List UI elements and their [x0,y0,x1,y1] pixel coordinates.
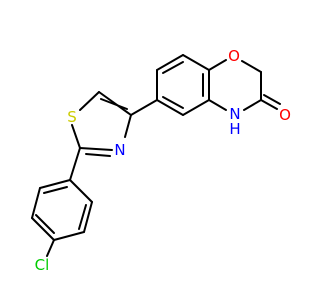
atom-labels: O O N H S N Cl [35,47,291,274]
bond [43,186,68,194]
bond [182,99,210,116]
bond [162,96,184,109]
bond [83,201,93,233]
bond [85,153,111,157]
bond [69,179,93,203]
bond [71,124,81,149]
bonds [31,54,281,257]
bond [124,114,132,138]
oxygen-label: O [228,47,240,65]
bond [260,99,278,110]
bond [79,147,113,151]
bond [79,91,100,111]
bond [156,54,184,71]
bond [156,99,184,116]
chlorine-label: Cl [35,256,50,274]
bond [162,61,184,74]
bond [31,187,41,219]
bond [46,239,55,257]
amide-hydrogen-label: H [229,120,240,138]
amide-nitrogen-label: N [229,105,240,123]
bond [241,60,262,73]
bond [31,217,55,241]
bond [208,99,227,111]
bond [130,99,158,116]
bond [263,94,281,105]
bond [182,54,210,71]
bond [243,99,262,111]
bond [39,179,71,189]
bond [78,204,87,230]
molecule-structure: O O N H S N Cl [31,47,291,274]
bond [208,59,227,71]
bond [53,231,85,241]
thiazole-nitrogen-label: N [114,141,125,159]
thiazole-sulfur-label: S [67,108,77,126]
bond [35,214,55,234]
bond [100,98,128,110]
carbonyl-oxygen-label: O [279,106,291,124]
bond [69,147,81,181]
